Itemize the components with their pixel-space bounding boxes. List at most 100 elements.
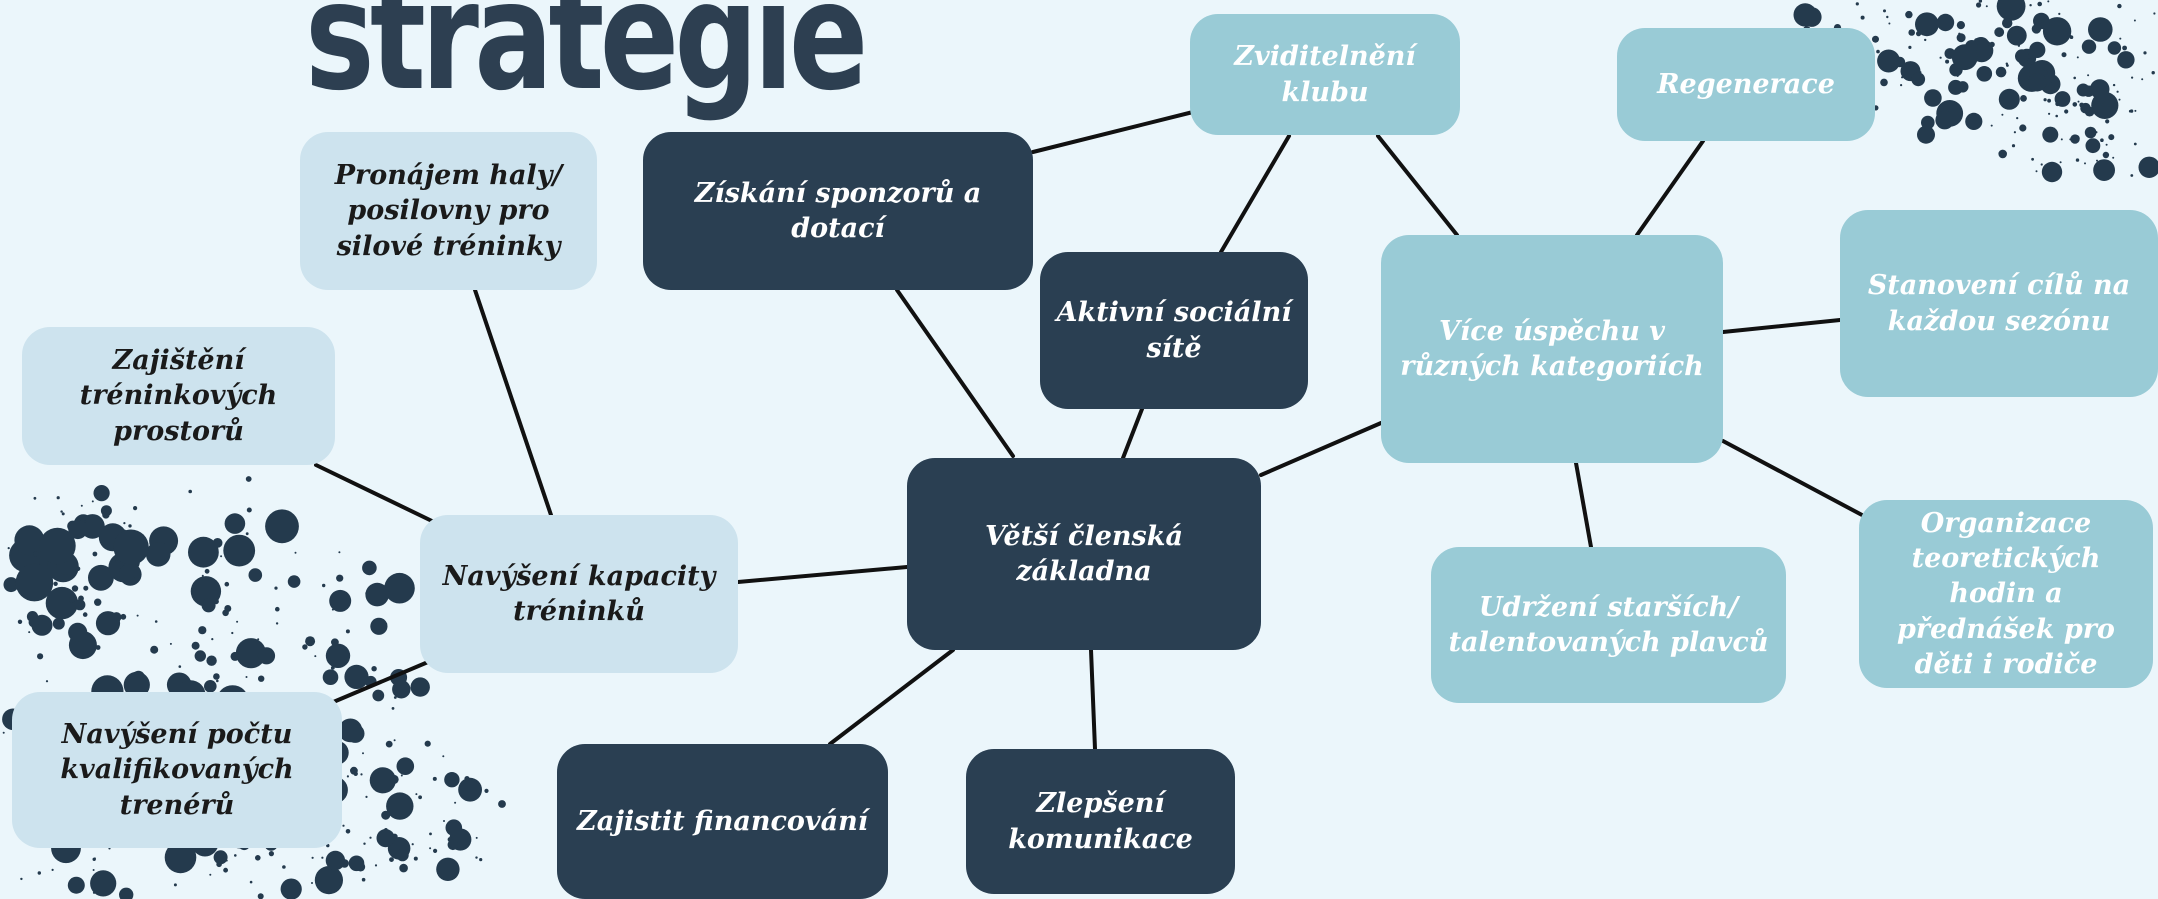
ink-drop [1994,27,2005,38]
ink-drop [280,515,298,533]
ink-drop [2129,109,2134,113]
ink-drop [429,832,432,836]
ink-drop [245,532,249,536]
node-uspech: Více úspěchu v různých kategoriích [1381,235,1723,463]
ink-drop [2,731,5,734]
ink-drop [415,793,418,796]
ink-drop [1978,0,1983,3]
ink-drop [236,620,239,623]
ink-drop [88,564,114,591]
ink-drop [447,839,459,851]
ink-drop [498,800,506,808]
ink-drop [1860,15,1865,20]
ink-drop [1956,75,1959,77]
ink-drop [2093,159,2116,182]
ink-drop [361,877,366,882]
ink-drop [1872,35,1879,43]
ink-drop [68,596,75,603]
ink-drop [133,506,138,511]
ink-drop [204,568,210,574]
ink-drop [1989,41,1995,48]
ink-drop [150,645,159,654]
ink-drop [257,893,264,899]
ink-drop [362,752,364,755]
ink-drop [2081,39,2097,54]
ink-drop [479,858,483,862]
ink-drop [1986,44,1989,47]
ink-drop [2075,158,2080,162]
ink-drop [399,863,408,873]
ink-drop [475,856,478,859]
ink-drop [82,612,88,617]
ink-drop [2134,109,2137,112]
ink-drop [342,824,345,827]
ink-drop [484,788,489,794]
ink-drop [223,867,229,873]
ink-drop [429,847,432,850]
ink-drop [2047,98,2051,103]
ink-drop [2100,138,2104,142]
ink-drop [1855,2,1859,6]
ink-drop [91,500,94,503]
ink-drop [3,577,19,593]
ink-drop [445,819,463,836]
ink-drop [258,675,265,682]
ink-drop [325,850,346,871]
ink-drop [314,655,317,658]
ink-drop [2105,119,2110,124]
ink-drop [231,631,234,635]
connector-uspech-organizace [1721,439,1864,517]
ink-drop [2117,3,2122,9]
ink-drop [348,855,365,872]
ink-drop [80,504,83,507]
ink-drop [83,585,89,591]
ink-drop [1998,88,2020,110]
ink-drop [389,857,394,862]
ink-drop [123,671,150,699]
ink-drop [1916,30,1922,37]
ink-drop [2037,1,2042,7]
ink-drop [2059,161,2062,164]
ink-drop [321,856,324,859]
ink-drop [124,565,127,567]
ink-drop [115,560,118,563]
ink-drop [71,585,79,592]
node-organizace: Organizace teoretických hodin a přednáše… [1859,500,2153,688]
ink-drop [2043,70,2048,75]
ink-drop [1976,66,1993,82]
node-regenerace: Regenerace [1617,28,1875,141]
ink-drop [1976,2,1982,8]
ink-drop [371,666,377,672]
ink-drop [169,642,172,645]
ink-drop [2096,159,2098,162]
ink-drop [329,589,352,612]
ink-drop [2138,156,2158,178]
ink-drop [213,850,228,865]
node-zviditelneni: Zviditelnění klubu [1190,14,1460,135]
ink-drop [1958,32,1961,35]
ink-drop [2043,98,2047,102]
ink-drop [2031,157,2034,161]
ink-drop [2028,73,2047,92]
ink-drop [2002,17,2013,29]
connector-sponzori-zviditelneni [1031,110,1195,154]
ink-drop [464,776,470,782]
ink-drop [2112,156,2115,159]
ink-drop [33,496,37,500]
ink-drop [2151,71,2155,75]
ink-drop [2085,138,2101,154]
ink-drop [331,638,339,647]
ink-drop [1936,13,1955,32]
ink-drop [1908,29,1915,36]
node-prostory: Zajištění tréninkových prostorů [22,327,335,465]
ink-drop [68,520,88,540]
ink-drop [282,865,286,869]
ink-drop [345,724,365,743]
ink-drop [436,857,460,881]
ink-drop [74,599,86,611]
ink-drop [1924,89,1942,107]
ink-drop [2015,49,2029,64]
connector-center-kapacita [736,565,909,584]
page-title: strategie [305,0,868,124]
